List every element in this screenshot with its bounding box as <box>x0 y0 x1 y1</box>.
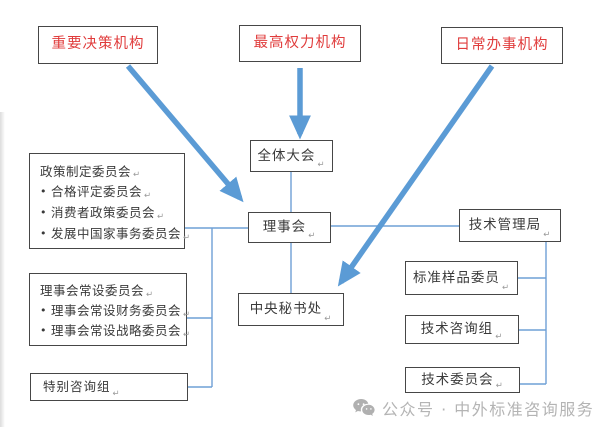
watermark-text: 公众号 · 中外标准咨询服务 <box>382 400 595 419</box>
list-item: • 理事会常设财务委员会↵ <box>40 301 191 321</box>
node-label: 技术咨询组 <box>420 321 494 338</box>
node-label: 标准样品委员 <box>412 269 500 286</box>
bullet-icon: • <box>40 226 47 240</box>
node-label: 理事会 <box>262 219 307 236</box>
node-central-secretariat: 中央秘书处↵ <box>238 293 344 326</box>
paragraph-mark-icon: ↵ <box>317 159 326 170</box>
paragraph-mark-icon: ↵ <box>183 329 191 340</box>
paragraph-mark-icon: ↵ <box>144 191 152 202</box>
panel-title: 理事会常设委员会↵ <box>40 281 154 301</box>
list-item: • 发展中国家事务委员会↵ <box>40 223 191 244</box>
arrow-decision-to-council <box>125 64 244 203</box>
org-connectors <box>185 172 547 388</box>
panel-title-label: 理事会常设委员会 <box>40 283 145 299</box>
wechat-icon <box>352 398 376 418</box>
list-item-label: 合格评定委员会 <box>51 184 143 200</box>
bullet-icon: • <box>40 303 47 317</box>
list-item-label: 发展中国家事务委员会 <box>51 225 182 241</box>
list-item: • 理事会常设战略委员会↵ <box>40 321 191 341</box>
panel-council-standing-committees: 理事会常设委员会↵ •理事会常设财务委员会↵ •理事会常设战略委员会↵ <box>29 273 190 346</box>
annotation-decision-body: 重要决策机构 <box>38 26 158 64</box>
panel-special-advisory-group: 特别咨询组↵ <box>30 373 188 401</box>
annotation-arrows <box>125 64 495 287</box>
arrow-daily-to-secretariat <box>337 64 495 287</box>
paragraph-mark-icon: ↵ <box>324 313 333 324</box>
list-item-label: 理事会常设财务委员会 <box>51 303 182 319</box>
list-item: • 消费者政策委员会↵ <box>40 203 165 224</box>
panel-title-label: 政策制定委员会 <box>40 163 132 179</box>
bullet-icon: • <box>40 323 47 337</box>
annotation-label: 最高权力机构 <box>253 34 347 51</box>
paragraph-mark-icon: ↵ <box>133 170 141 181</box>
panel-title-label: 特别咨询组 <box>43 379 111 395</box>
node-label: 技术委员会 <box>421 371 494 388</box>
list-item-label: 理事会常设战略委员会 <box>51 323 182 339</box>
paragraph-mark-icon: ↵ <box>501 282 511 293</box>
annotation-authority-body: 最高权力机构 <box>239 25 361 62</box>
bullet-icon: • <box>40 205 47 219</box>
paragraph-mark-icon: ↵ <box>495 380 504 391</box>
bullet-icon: • <box>40 185 47 199</box>
annotation-label: 重要决策机构 <box>51 36 145 53</box>
paragraph-mark-icon: ↵ <box>183 232 191 243</box>
node-label: 中央秘书处 <box>249 301 323 318</box>
paragraph-mark-icon: ↵ <box>183 309 191 320</box>
node-technical-management-board: 技术管理局↵ <box>459 209 561 242</box>
watermark: 公众号 · 中外标准咨询服务 <box>352 396 594 420</box>
list-item: • 合格评定委员会↵ <box>40 182 152 203</box>
paragraph-mark-icon: ↵ <box>543 229 552 240</box>
annotation-label: 日常办事机构 <box>455 36 549 53</box>
node-technical-committee: 技术委员会↵ <box>405 367 520 393</box>
paragraph-mark-icon: ↵ <box>112 388 121 399</box>
node-label: 全体大会 <box>257 147 316 164</box>
left-edge-shadow <box>0 112 5 427</box>
list-item-label: 消费者政策委员会 <box>51 205 156 220</box>
panel-title: 政策制定委员会↵ <box>40 161 141 182</box>
node-council: 理事会↵ <box>248 212 331 243</box>
node-reference-materials-committee: 标准样品委员↵ <box>405 261 518 295</box>
panel-policy-committees: 政策制定委员会↵ •合格评定委员会↵ •消费者政策委员会↵ •发展中国家事务委员… <box>29 153 190 249</box>
paragraph-mark-icon: ↵ <box>157 211 165 222</box>
paragraph-mark-icon: ↵ <box>308 230 317 241</box>
node-label: 技术管理局 <box>468 217 542 234</box>
paragraph-mark-icon: ↵ <box>146 289 154 300</box>
annotation-daily-office-body: 日常办事机构 <box>441 27 563 64</box>
paragraph-mark-icon: ↵ <box>495 331 504 342</box>
node-technical-advisory-group: 技术咨询组↵ <box>405 315 519 344</box>
node-general-assembly: 全体大会↵ <box>250 140 333 172</box>
